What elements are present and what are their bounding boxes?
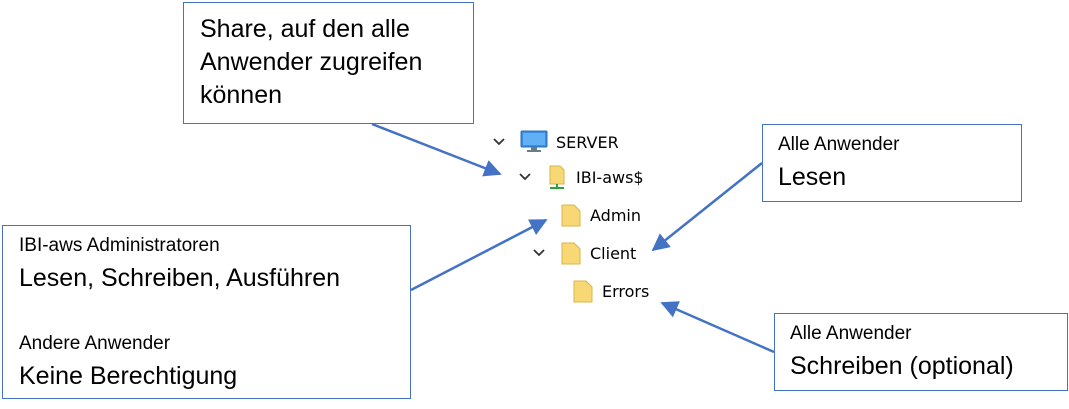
tree-item-label: Client	[590, 243, 637, 263]
tree-item-label: Admin	[590, 205, 641, 225]
folder-icon	[561, 204, 581, 227]
group-other-rights: Keine Berechtigung	[19, 362, 238, 390]
group-admin-rights: Lesen, Schreiben, Ausführen	[19, 264, 341, 292]
errors-group-rights: Schreiben (optional)	[790, 352, 1014, 380]
arrow-write-box-to-errors-folder	[660, 301, 775, 354]
client-group-rights: Lesen	[778, 163, 847, 191]
tree-item-label: IBI-aws$	[576, 167, 644, 187]
arrow-admin-box-to-admin-folder	[410, 218, 548, 292]
callout-admin-permissions: IBI-aws Administratoren Lesen, Schreiben…	[2, 225, 411, 399]
computer-icon	[520, 130, 548, 152]
tree-item-errors[interactable]: Errors	[572, 278, 649, 304]
tree-item-admin[interactable]: Admin	[560, 202, 641, 228]
callout-share-text: Share, auf den alle Anwender zugreifen k…	[200, 15, 423, 109]
chevron-down-icon[interactable]	[518, 170, 532, 184]
arrow-read-box-to-client-folder	[651, 162, 763, 252]
tree-item-share[interactable]: IBI-aws$	[518, 164, 644, 190]
chevron-down-icon[interactable]	[532, 246, 546, 260]
tree-item-server[interactable]: SERVER	[492, 129, 619, 155]
network-folder-icon	[549, 165, 565, 189]
tree-item-client[interactable]: Client	[532, 240, 636, 266]
callout-share: Share, auf den alle Anwender zugreifen k…	[183, 2, 474, 124]
callout-errors-permissions: Alle Anwender Schreiben (optional)	[774, 313, 1068, 391]
arrow-share-to-ibi-aws	[371, 122, 502, 177]
client-group-label: Alle Anwender	[778, 134, 900, 155]
folder-icon	[561, 242, 581, 265]
folder-icon	[573, 280, 593, 303]
group-other-label: Andere Anwender	[19, 333, 171, 354]
chevron-down-icon[interactable]	[492, 135, 506, 149]
group-admin-label: IBI-aws Administratoren	[19, 235, 220, 256]
tree-item-label: Errors	[602, 281, 650, 301]
errors-group-label: Alle Anwender	[790, 323, 912, 344]
callout-client-permissions: Alle Anwender Lesen	[762, 124, 1022, 202]
tree-item-label: SERVER	[556, 132, 619, 152]
